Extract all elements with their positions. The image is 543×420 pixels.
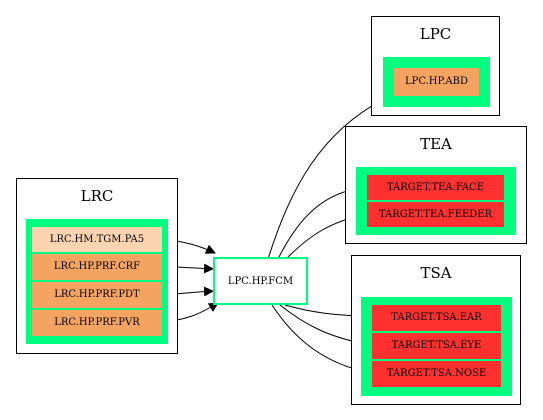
node-lrc-hp-prf-crf[interactable]: LRC.HP.PRF.CRF (32, 254, 162, 280)
node-target-tsa-ear[interactable]: TARGET.TSA.EAR (372, 305, 501, 331)
node-lpc-hp-abd[interactable]: LPC.HP.ABD (394, 68, 479, 96)
cluster-lpc: LPC LPC.HP.ABD (371, 16, 500, 116)
node-target-tea-feeder[interactable]: TARGET.TEA.FEEDER (367, 202, 504, 227)
node-target-tsa-nose[interactable]: TARGET.TSA.NOSE (372, 361, 501, 387)
cluster-title-tsa: TSA (420, 264, 452, 282)
cluster-lpc-stack: LPC.HP.ABD (383, 57, 490, 107)
cluster-tsa-stack: TARGET.TSA.EAR TARGET.TSA.EYE TARGET.TSA… (361, 297, 512, 396)
node-lpc-hp-fcm[interactable]: LPC.HP.FCM (213, 257, 308, 305)
cluster-tsa: TSA TARGET.TSA.EAR TARGET.TSA.EYE TARGET… (351, 255, 521, 405)
node-lrc-hp-prf-pdt[interactable]: LRC.HP.PRF.PDT (32, 282, 162, 308)
cluster-tea: TEA TARGET.TEA.FACE TARGET.TEA.FEEDER (345, 126, 527, 244)
node-lrc-hm-tgm-pa5[interactable]: LRC.HM.TGM.PA5 (32, 227, 162, 252)
cluster-title-lrc: LRC (80, 187, 114, 205)
node-target-tea-face[interactable]: TARGET.TEA.FACE (367, 175, 504, 200)
node-lrc-hp-prf-pvr[interactable]: LRC.HP.PRF.PVR (32, 310, 162, 336)
cluster-title-lpc: LPC (419, 25, 452, 43)
edge-fcm-abd (267, 95, 391, 260)
cluster-title-tea: TEA (420, 135, 452, 153)
node-target-tsa-eye[interactable]: TARGET.TSA.EYE (372, 333, 501, 359)
cluster-lrc-stack: LRC.HM.TGM.PA5 LRC.HP.PRF.CRF LRC.HP.PRF… (26, 219, 168, 344)
cluster-lrc: LRC LRC.HM.TGM.PA5 LRC.HP.PRF.CRF LRC.HP… (16, 178, 178, 354)
cluster-tea-stack: TARGET.TEA.FACE TARGET.TEA.FEEDER (356, 167, 516, 235)
